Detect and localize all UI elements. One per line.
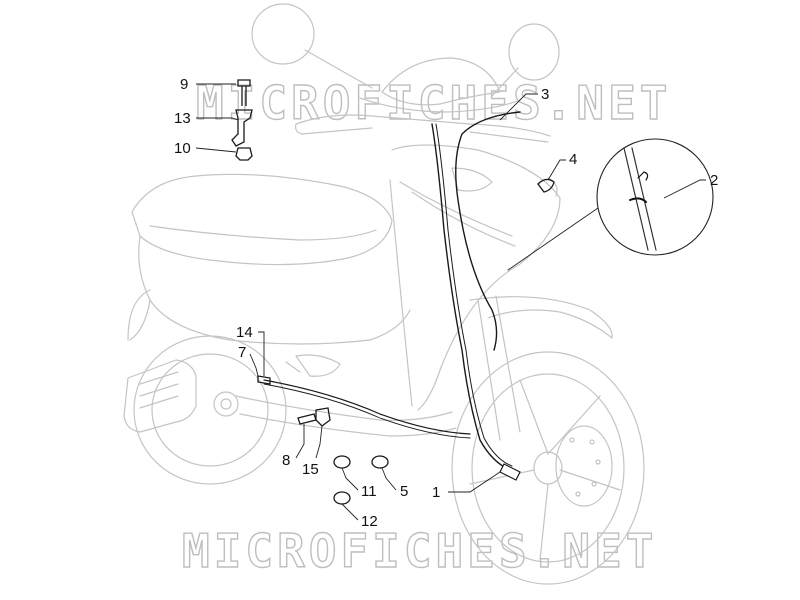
scooter-outline [123,3,645,585]
nut-10 [235,147,253,161]
rear-wheel [133,335,287,485]
clip-4 [537,178,555,193]
front-fender [469,296,613,339]
leg-shield [391,144,561,411]
leader-1 [448,471,501,493]
floorboard [235,395,453,421]
cables [263,111,521,481]
seat [131,173,393,266]
leader-8 [295,424,305,459]
bolt-9 [237,79,251,106]
leader-5 [381,467,397,491]
callout-5: 5 [400,483,409,500]
callout-1: 1 [432,484,441,501]
front-wheel [451,351,645,585]
brake-disc [555,425,613,507]
callout-7: 7 [238,344,247,361]
callout-2: 2 [710,172,719,189]
ring-5 [371,455,389,469]
sleeve-7 [257,375,271,385]
callout-3: 3 [541,86,550,103]
inset-circle [596,138,714,256]
callout-11: 11 [361,483,377,500]
screw-8 [297,413,317,425]
bracket-13 [231,109,253,147]
callout-15: 15 [302,461,319,478]
callout-10: 10 [174,140,191,157]
leader-4 [547,159,566,181]
leader-14 [258,331,265,376]
handlebar [295,114,551,137]
watermark-bottom: MICROFICHES.NET [181,523,658,578]
leader-lines [195,83,706,521]
callout-8: 8 [282,452,291,469]
clamp-15 [315,407,331,427]
leader-15 [315,425,323,459]
callout-4: 4 [569,151,578,168]
leader-7 [249,353,259,377]
callout-9: 9 [180,76,189,93]
leader-2 [663,179,706,199]
leader-10 [195,147,237,153]
leader-3 [499,93,538,121]
left-mirror [251,3,315,65]
small-parts [231,79,555,505]
callout-14: 14 [236,324,253,341]
leader-13 [196,117,239,121]
callout-13: 13 [174,110,191,127]
detail-inset [507,138,714,271]
callout-12: 12 [361,513,378,530]
rear-cable [263,379,471,435]
leader-11 [341,467,359,491]
brake-cable-3 [455,111,521,351]
ring-11 [333,455,351,469]
front-fork [477,299,501,441]
speedo-cable-1 [431,123,511,471]
rear-body [138,235,411,345]
inset-clip [629,197,647,203]
right-mirror [508,23,560,81]
rear-fender [127,289,151,341]
leader-12 [341,503,359,521]
ring-12 [333,491,351,505]
muffler [123,359,197,433]
windshield [381,57,501,106]
